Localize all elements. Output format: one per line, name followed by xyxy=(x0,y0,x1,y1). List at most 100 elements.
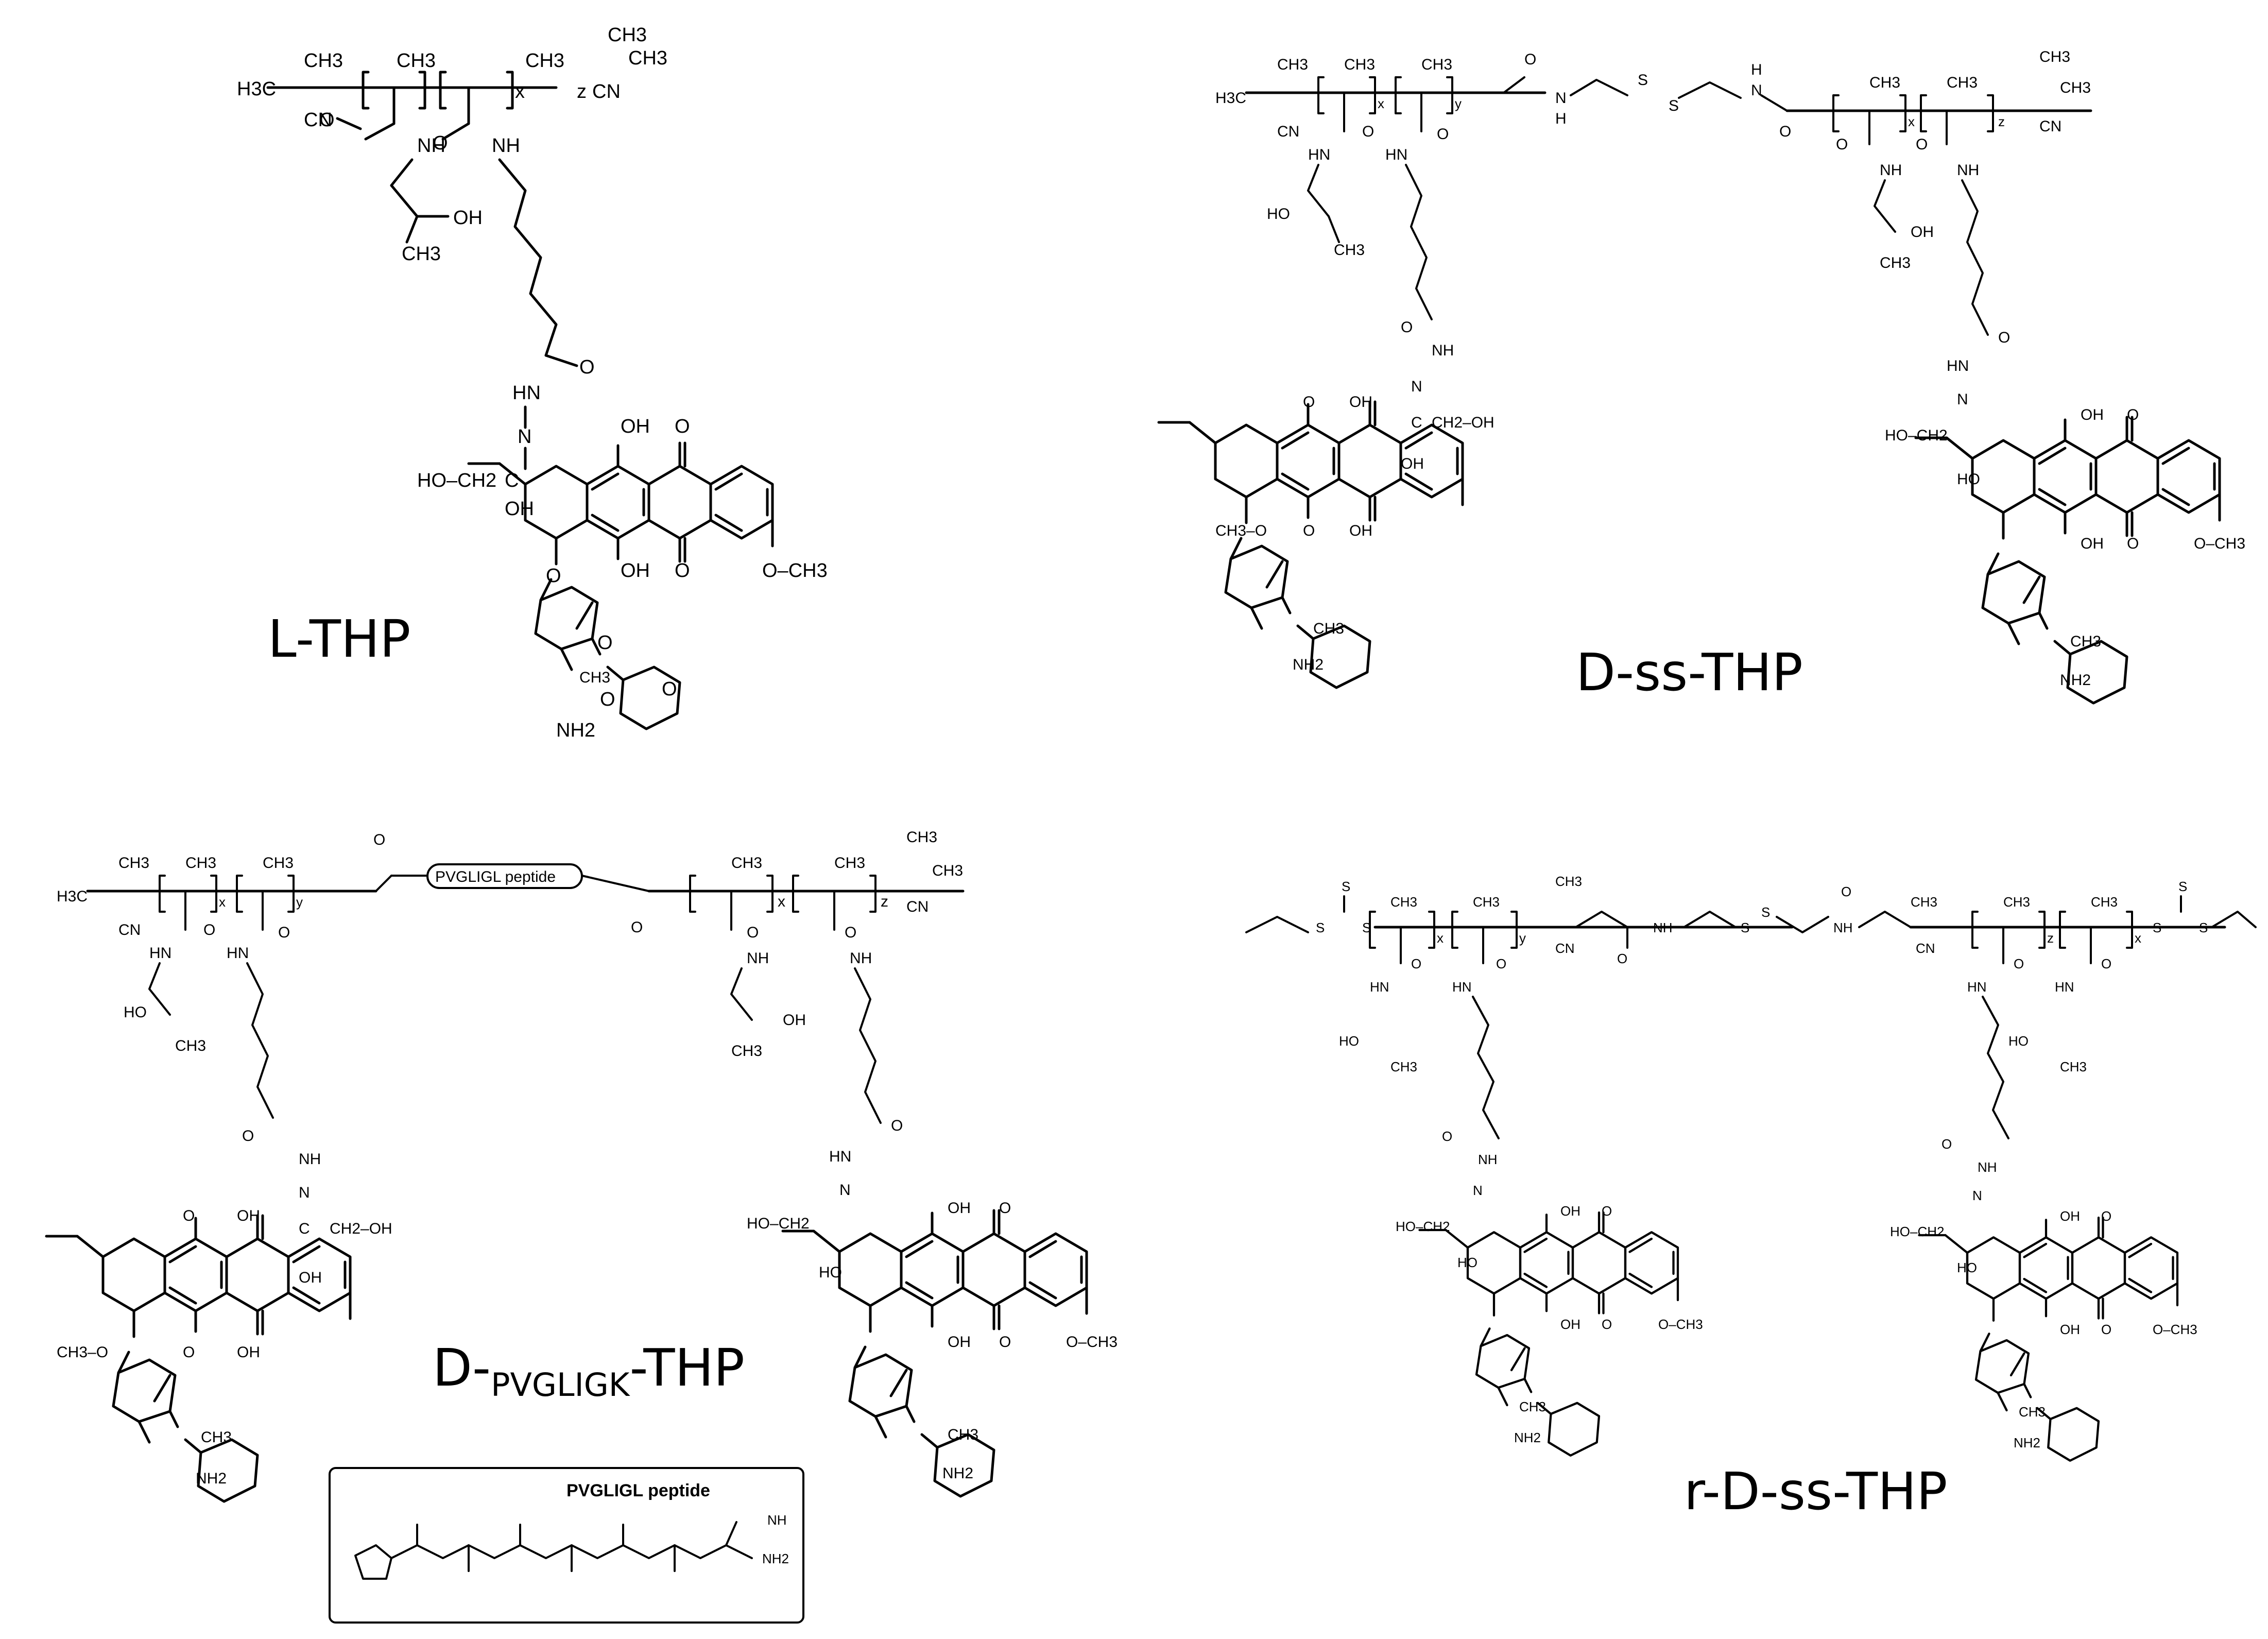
d-ss-nh2-label-2: NH2 xyxy=(2060,672,2091,689)
d-ss-h3c-label: H3C xyxy=(1215,90,1246,107)
d-pv-z-label: z xyxy=(881,893,888,910)
d-pv-nh-label-3: NH xyxy=(850,950,872,967)
d-ss-h-label: H xyxy=(1555,110,1567,127)
r-ho-ch2-label-2: HO–CH2 xyxy=(1890,1224,1944,1239)
r-ch3-label-7: CH3 xyxy=(1390,1059,1417,1074)
d-pv-x-label-2: x xyxy=(778,893,785,910)
l-thp-ho-ch2-label: HO–CH2 xyxy=(417,470,496,491)
l-thp-ch3-label-6: CH3 xyxy=(402,243,441,265)
d-ss-ho-ch2-label: HO–CH2 xyxy=(1885,427,1948,444)
r-ch3-label-9: CH3 xyxy=(2019,1404,2046,1420)
l-thp-nh-label-2: NH xyxy=(492,135,520,157)
l-thp-ch3-label-5: CH3 xyxy=(628,47,667,69)
d-pv-ch3-label-4: CH3 xyxy=(731,855,762,872)
d-ss-o-label-5: O xyxy=(1401,319,1413,336)
r-d-ss-thp-name: r-D-ss-THP xyxy=(1684,1461,1948,1522)
d-pv-nh-label: NH xyxy=(299,1151,321,1168)
d-ss-n-label-3: N xyxy=(1957,391,1968,408)
d-pv-n-label: N xyxy=(299,1184,310,1201)
d-ss-o-label-7: O xyxy=(1303,522,1315,539)
l-thp-nh2-label: NH2 xyxy=(556,720,595,741)
d-pv-h3c-label: H3C xyxy=(57,888,88,905)
r-oh-label: OH xyxy=(1560,1203,1580,1219)
d-pv-y-label: y xyxy=(296,894,303,910)
d-ss-ch3-label-6: CH3 xyxy=(2039,48,2070,65)
l-thp-o-label-7: O xyxy=(597,632,613,654)
r-ch3-label-6: CH3 xyxy=(2091,894,2118,910)
l-thp-ch3-label-4: CH3 xyxy=(608,24,647,46)
r-o-label-12: O xyxy=(2101,956,2111,971)
r-nh-label-2: NH xyxy=(1833,920,1853,935)
d-pv-ch3-label-11: CH3 xyxy=(948,1426,978,1443)
d-ss-n-label-2: N xyxy=(1411,378,1422,395)
l-thp-h3c-label: H3C xyxy=(237,78,276,100)
peptide-inset-nh-label: NH xyxy=(767,1512,787,1528)
d-ss-ch3-label-9: CH3 xyxy=(1313,620,1344,637)
r-n-label: N xyxy=(1473,1183,1483,1198)
r-ho-ch2-label: HO–CH2 xyxy=(1396,1219,1450,1234)
d-pv-oh-label-5: OH xyxy=(948,1200,971,1217)
d-pv-ch3-label-7: CH3 xyxy=(932,862,963,879)
r-ch3-label-10: CH3 xyxy=(2060,1059,2087,1074)
l-thp-ho-label: OH xyxy=(505,498,534,520)
r-o-label-9: O xyxy=(1941,1136,1952,1152)
d-pv-o-label-5: O xyxy=(242,1128,254,1145)
d-ss-ch2-oh-label: CH2–OH xyxy=(1432,414,1494,431)
d-pv-ch3-label-3: CH3 xyxy=(263,855,294,872)
d-ss-o-label-12: O xyxy=(2127,535,2139,552)
l-thp-o-label-6: O xyxy=(546,565,561,587)
d-ss-ch3-label-7: CH3 xyxy=(2060,79,2091,96)
r-nh-label-3: NH xyxy=(1478,1152,1498,1167)
d-ss-oh-label-3: OH xyxy=(1401,455,1424,472)
d-ss-och3-label: O–CH3 xyxy=(2194,535,2245,552)
r-o-label-6: O xyxy=(1602,1203,1612,1219)
l-thp-o-label: O xyxy=(319,109,335,131)
d-pv-ch3-label-10: CH3 xyxy=(731,1043,762,1060)
d-pv-o-label-4: O xyxy=(278,924,290,941)
l-thp-nh-label: NH xyxy=(417,135,445,157)
d-ss-ch3-label-5: CH3 xyxy=(1947,74,1978,91)
d-pv-ch3-label-2: CH3 xyxy=(185,855,216,872)
l-thp-oh-label-2: OH xyxy=(621,416,650,437)
d-pv-nh-label-2: NH xyxy=(747,950,769,967)
l-thp-oh-label-3: OH xyxy=(621,560,650,582)
d-pv-n-label-2: N xyxy=(839,1182,851,1199)
d-ss-o-label-4: O xyxy=(1437,126,1449,143)
r-oh-label-2: OH xyxy=(1560,1317,1580,1332)
r-s-label-4: S xyxy=(1741,920,1749,935)
d-ss-cn-label-2: CN xyxy=(2039,118,2061,135)
d-pv-cn-label-2: CN xyxy=(906,898,929,915)
d-pv-o-label-2: O xyxy=(631,919,643,936)
d-pv-o-label-12: O xyxy=(999,1334,1011,1351)
d-pv-ho-label: HO xyxy=(124,1004,147,1021)
d-ss-o-label-9: O xyxy=(1916,136,1928,153)
l-thp-structure: x z H3C CH3 CN CH3 CH3 CH3 CH3 CN O NH O… xyxy=(237,24,828,741)
r-d-ss-thp-structure: S S S x y CH3 CH3 CH3 CN O NH S S NH O C… xyxy=(1245,874,2257,1461)
r-x-label-2: x xyxy=(2135,930,2141,946)
d-ss-z-label: z xyxy=(1998,114,2005,129)
d-ss-ch3-label-4: CH3 xyxy=(1869,74,1900,91)
d-ss-ch3-label-3: CH3 xyxy=(1421,56,1452,73)
r-ch3-label-3: CH3 xyxy=(1555,874,1582,889)
l-thp-oh-label: OH xyxy=(453,207,483,229)
d-pv-ho-ch2-label: HO–CH2 xyxy=(747,1215,810,1232)
d-ss-cn-label: CN xyxy=(1277,123,1299,140)
d-ss-s-label: S xyxy=(1638,72,1648,89)
l-thp-subscript-x: x xyxy=(515,81,525,103)
r-cn-label-2: CN xyxy=(1916,941,1935,956)
d-ss-nh-label-4: NH xyxy=(1957,162,1979,179)
d-ss-oh-label-6: OH xyxy=(2081,535,2104,552)
d-pv-hn-label-2: HN xyxy=(227,945,249,962)
r-o-label: O xyxy=(1617,951,1627,966)
d-ss-o-label: O xyxy=(1524,51,1536,68)
r-o-label-8: O xyxy=(2014,956,2024,971)
r-ch3-label-4: CH3 xyxy=(1911,894,1937,910)
d-ss-o-label-11: O xyxy=(2127,406,2139,423)
d-ss-thp-structure: H3C CH3 CN CH3 CH3 x y O N H S S H N O x… xyxy=(1159,48,2245,703)
d-pv-ch3-label-8: CH3 xyxy=(175,1037,206,1054)
d-pv-o-label-3: O xyxy=(203,921,215,938)
r-ch3-label-5: CH3 xyxy=(2003,894,2030,910)
d-ss-x-label-2: x xyxy=(1908,114,1915,129)
d-pv-ch3-label-5: CH3 xyxy=(834,855,865,872)
l-thp-o-label-4: O xyxy=(675,416,690,437)
